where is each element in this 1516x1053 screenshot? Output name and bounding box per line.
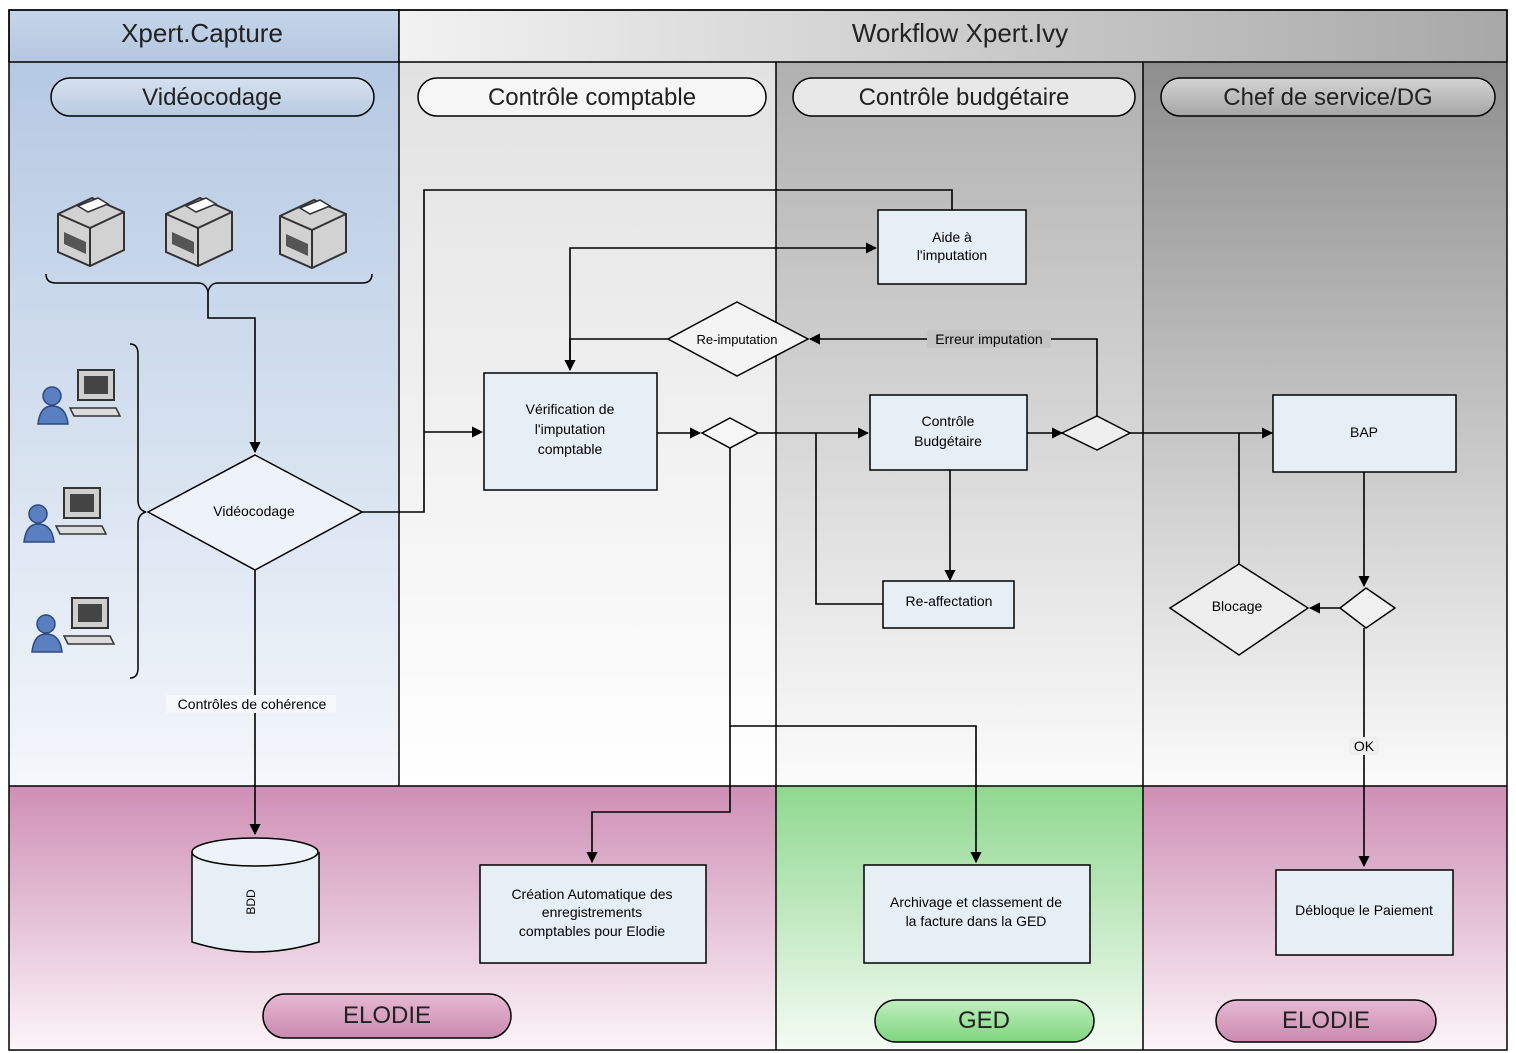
bdd-database: BDD xyxy=(191,837,320,953)
bap-box: BAP xyxy=(1272,394,1457,473)
operator-icons xyxy=(23,343,147,679)
user-workstation-icon xyxy=(31,597,116,653)
system-label-elodie-left: ELODIE xyxy=(343,1002,431,1029)
connectors xyxy=(207,189,1370,868)
creation-line1: Création Automatique des xyxy=(511,886,672,902)
header-right-title: Workflow Xpert.Ivy xyxy=(852,18,1068,48)
edge-label-controles-coherence: Contrôles de cohérence xyxy=(178,696,327,712)
edge-labels: Erreur imputation Contrôles de cohérence… xyxy=(166,330,1379,755)
controle-budgetaire-box: Contrôle Budgétaire xyxy=(869,394,1028,471)
lane-label-chef-de-service: Chef de service/DG xyxy=(1223,84,1432,111)
verification-line3: comptable xyxy=(538,441,603,457)
creation-line2: enregistrements xyxy=(542,904,642,920)
bap-label: BAP xyxy=(1350,424,1378,440)
creation-automatique-box: Création Automatique des enregistrements… xyxy=(479,864,707,964)
user-workstation-icon xyxy=(23,487,108,543)
verification-line1: Vérification de xyxy=(526,401,615,417)
scanner-icon xyxy=(57,196,125,268)
controle-budgetaire-line1: Contrôle xyxy=(922,413,975,429)
lane-label-videocodage: Vidéocodage xyxy=(142,84,282,111)
operator-group-bracket xyxy=(129,343,147,679)
verification-line2: l'imputation xyxy=(535,421,605,437)
scanner-icon xyxy=(165,196,233,268)
chef-decision xyxy=(1338,587,1397,629)
debloque-label: Débloque le Paiement xyxy=(1295,902,1433,918)
archivage-box: Archivage et classement de la facture da… xyxy=(863,864,1091,964)
scanner-icons xyxy=(45,196,373,293)
verification-box: Vérification de l'imputation comptable xyxy=(483,372,658,491)
reaffectation-box: Re-affectation xyxy=(882,580,1015,629)
aide-imputation-box: Aide à l'imputation xyxy=(877,209,1027,285)
aide-imputation-line1: Aide à xyxy=(932,229,972,245)
lane-borders xyxy=(8,9,1508,1051)
blocage-decision: Blocage xyxy=(1168,563,1310,656)
videocodage-decision-label: Vidéocodage xyxy=(213,503,295,519)
reaffectation-label: Re-affectation xyxy=(906,593,993,609)
system-pills: ELODIE GED ELODIE xyxy=(262,993,1437,1043)
lane-pills: Vidéocodage Contrôle comptable Contrôle … xyxy=(50,77,1496,117)
user-workstation-icon xyxy=(37,369,122,425)
verification-decision xyxy=(700,417,760,449)
scanner-icon xyxy=(279,198,347,270)
archivage-line2: la facture dans la GED xyxy=(906,913,1047,929)
bdd-label: BDD xyxy=(244,889,258,915)
edge-label-ok: OK xyxy=(1354,738,1375,754)
header-bar: Xpert.Capture Workflow Xpert.Ivy xyxy=(8,9,1508,63)
blocage-label: Blocage xyxy=(1212,598,1263,614)
debloque-paiement-box: Débloque le Paiement xyxy=(1275,869,1454,956)
creation-line3: comptables pour Elodie xyxy=(519,923,666,939)
controle-budgetaire-line2: Budgétaire xyxy=(914,433,982,449)
system-label-elodie-right: ELODIE xyxy=(1282,1007,1370,1034)
reimputation-decision: Re-imputation xyxy=(666,301,810,377)
budget-decision xyxy=(1060,415,1132,451)
videocodage-decision: Vidéocodage xyxy=(146,454,364,571)
archivage-line1: Archivage et classement de xyxy=(890,894,1062,910)
lane-label-controle-budgetaire: Contrôle budgétaire xyxy=(859,84,1070,111)
reimputation-decision-label: Re-imputation xyxy=(697,332,778,347)
system-label-ged: GED xyxy=(958,1007,1010,1034)
edge-label-erreur-imputation: Erreur imputation xyxy=(935,331,1042,347)
header-left-title: Xpert.Capture xyxy=(121,18,283,48)
aide-imputation-line2: l'imputation xyxy=(917,247,987,263)
nodes: Vidéocodage Re-imputation Aide à l'imput… xyxy=(146,209,1457,964)
lane-label-controle-comptable: Contrôle comptable xyxy=(488,84,696,111)
